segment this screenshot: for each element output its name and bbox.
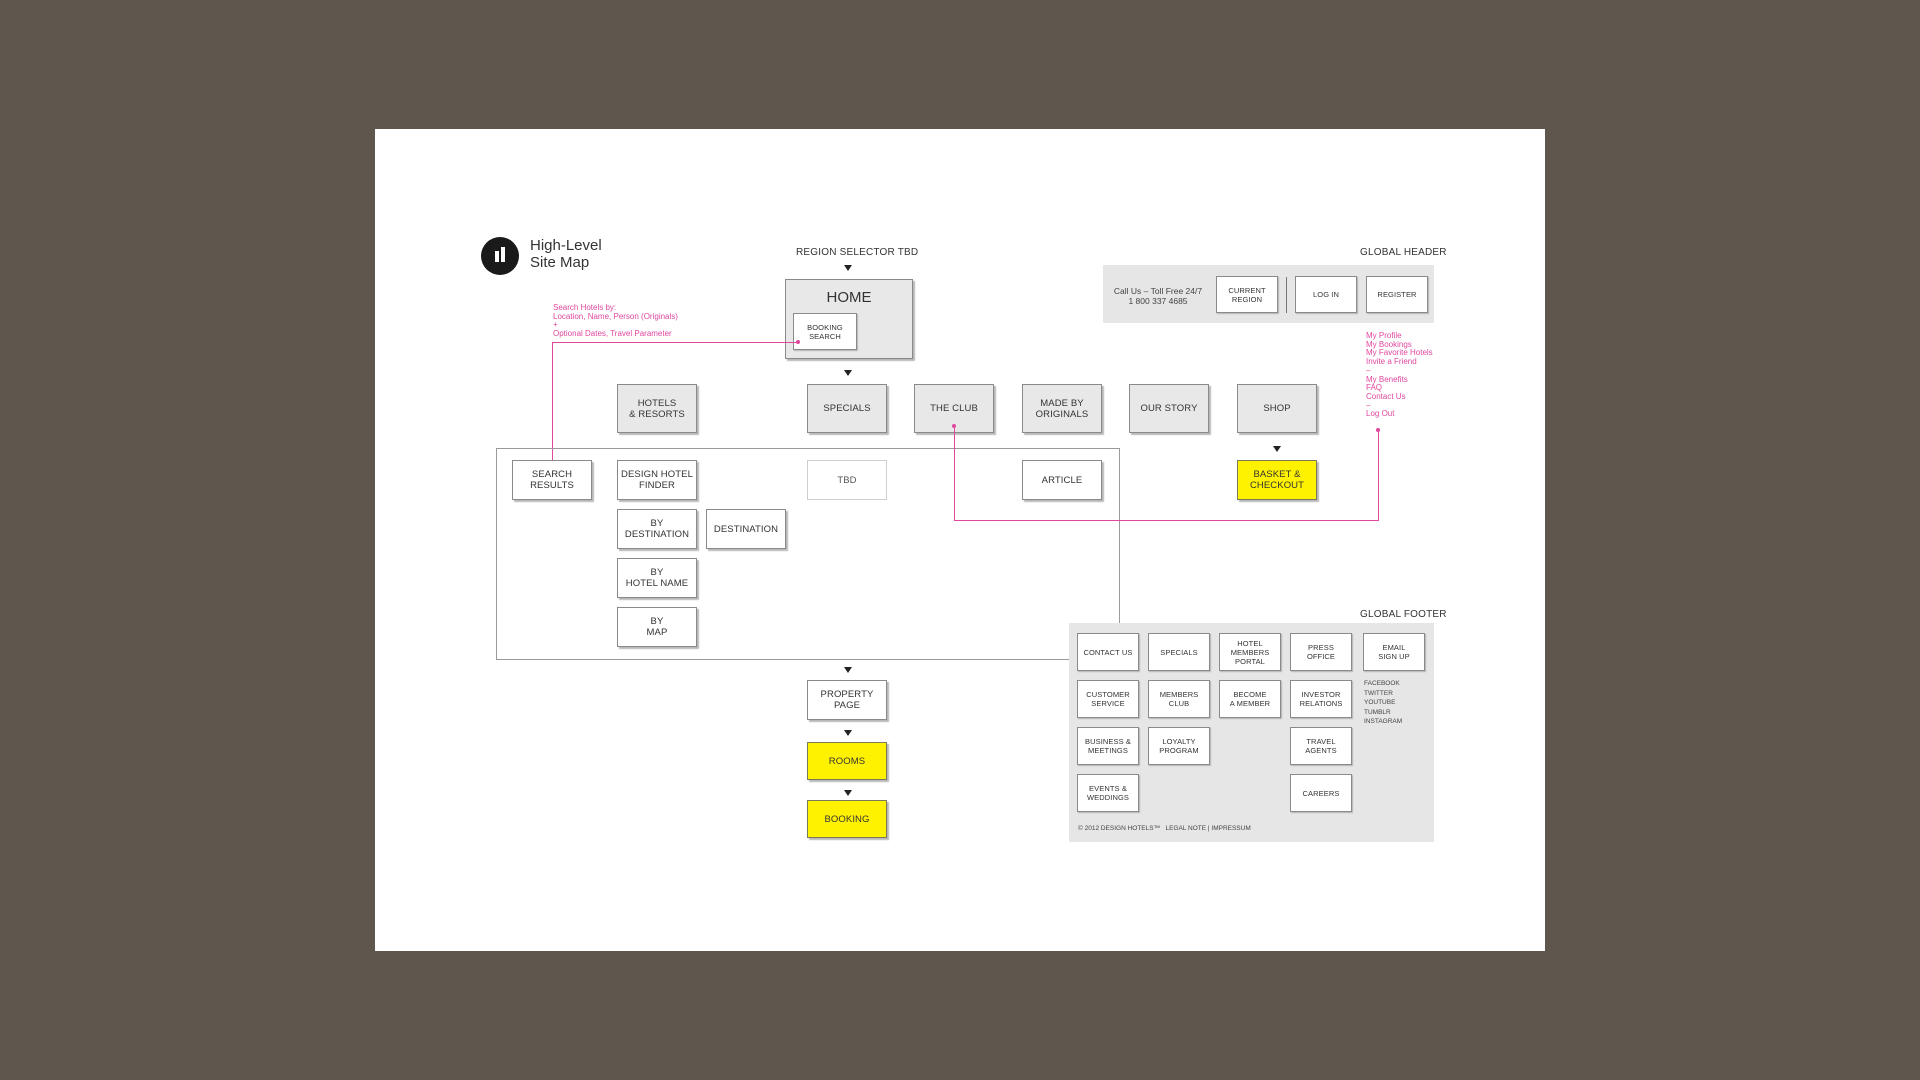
article-box[interactable]: ARTICLE [1022, 460, 1102, 500]
arrow-down-icon [844, 730, 852, 736]
property-page-box[interactable]: PROPERTY PAGE [807, 680, 887, 720]
user-menu-item[interactable]: Contact Us [1366, 391, 1406, 401]
header-divider [1286, 277, 1287, 313]
page-title: High-Level Site Map [530, 237, 602, 271]
user-menu-item[interactable]: FAQ [1366, 383, 1383, 393]
user-menu-item[interactable]: My Benefits [1366, 374, 1408, 384]
by-map-box[interactable]: BY MAP [617, 607, 697, 647]
footer-become-a-member[interactable]: BECOME A MEMBER [1219, 680, 1281, 718]
arrow-down-icon [844, 667, 852, 673]
call-us-text: Call Us – Toll Free 24/7 1 800 337 4685 [1113, 286, 1203, 306]
rooms-box[interactable]: ROOMS [807, 742, 887, 780]
site-map-sheet: High-Level Site Map REGION SELECTOR TBD … [375, 129, 1545, 951]
social-link-tumblr[interactable]: TUMBLR [1364, 708, 1391, 716]
user-menu-item[interactable]: My Bookings [1366, 339, 1412, 349]
footer-careers[interactable]: CAREERS [1290, 774, 1352, 812]
link-line [954, 426, 955, 521]
by-destination-box[interactable]: BY DESTINATION [617, 509, 697, 549]
footer-press-office[interactable]: PRESS OFFICE [1290, 633, 1352, 671]
link-line [552, 342, 798, 343]
user-menu-item[interactable]: My Favorite Hotels [1366, 348, 1433, 358]
register-button[interactable]: REGISTER [1366, 276, 1428, 313]
user-menu: My Profile My Bookings My Favorite Hotel… [1366, 331, 1433, 419]
footer-specials[interactable]: SPECIALS [1148, 633, 1210, 671]
search-note: Search Hotels by: Location, Name, Person… [553, 303, 678, 339]
user-menu-separator: – [1366, 365, 1371, 375]
global-header-label: GLOBAL HEADER [1360, 247, 1447, 258]
log-in-button[interactable]: LOG IN [1295, 276, 1357, 313]
user-menu-item[interactable]: Invite a Friend [1366, 357, 1417, 367]
footer-social-links: FACEBOOK TWITTER YOUTUBE TUMBLR INSTAGRA… [1364, 679, 1402, 727]
link-line [552, 342, 553, 466]
booking-box[interactable]: BOOKING [807, 800, 887, 838]
nav-shop[interactable]: SHOP [1237, 384, 1317, 433]
booking-search-box[interactable]: BOOKING SEARCH [793, 313, 857, 350]
user-menu-separator: – [1366, 400, 1371, 410]
footer-copyright: © 2012 DESIGN HOTELS™ LEGAL NOTE | IMPRE… [1078, 825, 1251, 832]
link-dot [1376, 428, 1380, 432]
footer-business-meetings[interactable]: BUSINESS & MEETINGS [1077, 727, 1139, 765]
arrow-down-icon [1273, 446, 1281, 452]
nav-specials[interactable]: SPECIALS [807, 384, 887, 433]
footer-events-weddings[interactable]: EVENTS & WEDDINGS [1077, 774, 1139, 812]
footer-contact-us[interactable]: CONTACT US [1077, 633, 1139, 671]
footer-investor-relations[interactable]: INVESTOR RELATIONS [1290, 680, 1352, 718]
arrow-down-icon [844, 790, 852, 796]
arrow-down-icon [844, 265, 852, 271]
nav-our-story[interactable]: OUR STORY [1129, 384, 1209, 433]
social-link-instagram[interactable]: INSTAGRAM [1364, 718, 1403, 726]
basket-checkout-box[interactable]: BASKET & CHECKOUT [1237, 460, 1317, 500]
link-line [1378, 431, 1379, 521]
by-hotel-name-box[interactable]: BY HOTEL NAME [617, 558, 697, 598]
current-region-button[interactable]: CURRENT REGION [1216, 276, 1278, 313]
footer-hotel-members-portal[interactable]: HOTEL MEMBERS PORTAL [1219, 633, 1281, 671]
footer-email-sign-up[interactable]: EMAIL SIGN UP [1363, 633, 1425, 671]
social-link-facebook[interactable]: FACEBOOK [1364, 680, 1400, 687]
search-results-box[interactable]: SEARCH RESULTS [512, 460, 592, 500]
tbd-box: TBD [807, 460, 887, 500]
footer-loyalty-program[interactable]: LOYALTY PROGRAM [1148, 727, 1210, 765]
region-selector-label: REGION SELECTOR TBD [796, 247, 919, 258]
sub-level-frame [496, 448, 1120, 660]
global-footer-label: GLOBAL FOOTER [1360, 609, 1447, 620]
destination-box[interactable]: DESTINATION [706, 509, 786, 549]
footer-travel-agents[interactable]: TRAVEL AGENTS [1290, 727, 1352, 765]
link-dot [796, 340, 800, 344]
nav-hotels-resorts[interactable]: HOTELS & RESORTS [617, 384, 697, 433]
footer-members-club[interactable]: MEMBERS CLUB [1148, 680, 1210, 718]
arrow-down-icon [844, 370, 852, 376]
social-link-twitter[interactable]: TWITTER [1364, 689, 1393, 697]
link-line [954, 520, 1379, 521]
user-menu-item[interactable]: Log Out [1366, 409, 1395, 419]
logo-icon [481, 237, 519, 275]
user-menu-item[interactable]: My Profile [1366, 331, 1402, 340]
social-link-youtube[interactable]: YOUTUBE [1364, 699, 1396, 707]
home-title: HOME [826, 289, 872, 306]
footer-customer-service[interactable]: CUSTOMER SERVICE [1077, 680, 1139, 718]
design-hotel-finder-box[interactable]: DESIGN HOTEL FINDER [617, 460, 697, 500]
nav-made-by-originals[interactable]: MADE BY ORIGINALS [1022, 384, 1102, 433]
